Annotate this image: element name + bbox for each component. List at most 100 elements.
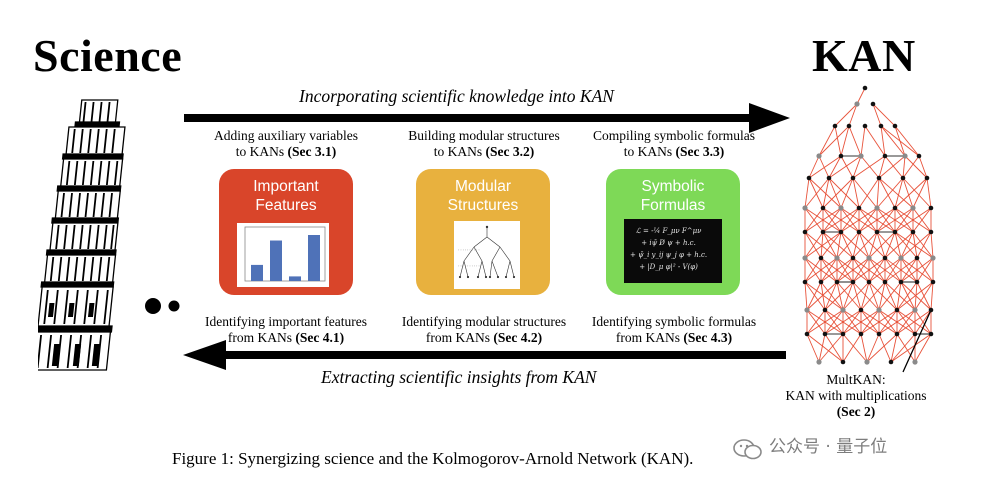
kan-node [802, 255, 808, 261]
kan-edge [896, 281, 918, 311]
kan-edge [852, 281, 880, 311]
multkan-ref: (Sec 2) [836, 404, 876, 419]
caption-bottom-3-ref: (Sec 4.3) [683, 330, 733, 345]
kan-node [854, 101, 860, 107]
kan-edge [836, 281, 844, 311]
kan-edge [894, 177, 904, 209]
kan-node [876, 175, 882, 181]
formula-chalkboard-image: ℒ = -¼ F_μν F^μν + iψ̄ D̸ ψ + h.c. + ψ̄_… [624, 219, 722, 283]
kan-edge [868, 231, 896, 259]
kan-edge [878, 281, 886, 311]
card-symbolic-formulas-title-1: Symbolic [641, 178, 705, 195]
kan-edge [858, 207, 896, 233]
kan-edge [890, 333, 898, 363]
caption-top-1: Adding auxiliary variables to KANs (Sec … [188, 128, 384, 160]
kan-node [850, 279, 856, 285]
kan-edge [860, 333, 868, 363]
kan-edge [896, 281, 902, 311]
multkan-line1: MultKAN: [826, 372, 886, 387]
ellipsis-dot-1 [145, 298, 161, 314]
kan-edge [880, 125, 886, 157]
kan-edge [912, 207, 932, 233]
kan-edge [836, 257, 854, 283]
kan-node [862, 85, 868, 91]
kan-edge [858, 231, 870, 259]
svg-text:↑ ↑ ↑ ↑ ↑ ↑ ↑ ↑ ↑ ↑: ↑ ↑ ↑ ↑ ↑ ↑ ↑ ↑ ↑ ↑ [458, 264, 480, 268]
kan-edge [860, 155, 880, 179]
kan-edge [824, 309, 844, 335]
kan-edge [806, 281, 822, 311]
kan-edge [916, 231, 932, 259]
kan-node [838, 153, 844, 159]
kan-node [806, 175, 812, 181]
caption-bottom-3-line1: Identifying symbolic formulas [591, 314, 757, 329]
kan-edge [900, 281, 916, 311]
kan-edge [806, 281, 838, 311]
kan-edge [914, 333, 932, 363]
kan-node [850, 175, 856, 181]
kan-edge [852, 155, 886, 179]
kan-edge [840, 207, 860, 233]
kan-edge [842, 309, 880, 335]
kan-node [882, 279, 888, 285]
kan-edge [842, 333, 868, 363]
caption-top-3-prefix: to KANs [623, 144, 676, 159]
kan-edge [818, 125, 850, 157]
kan-node [876, 331, 882, 337]
kan-edge [912, 231, 934, 259]
kan-edge [866, 333, 898, 363]
caption-bottom-1-ref: (Sec 4.1) [295, 330, 345, 345]
caption-top-3-ref: (Sec 3.3) [675, 144, 725, 159]
kan-node [888, 359, 894, 365]
kan-edge [818, 155, 830, 179]
kan-node [898, 255, 904, 261]
kan-edge [818, 333, 844, 363]
kan-edge [806, 333, 844, 363]
modular-tree-svg: ↑ ↑ ↑ ↑ ↑ ↑ ↑ ↑ ↑ ↑ ↑ ↑ ↑ ↑ ↑ ↑ ↑ ↑ ↑ ↑ [458, 225, 516, 279]
kan-edge [884, 257, 918, 283]
kan-node [858, 153, 864, 159]
top-arrow-label: Incorporating scientific knowledge into … [299, 86, 614, 106]
feature-bar [270, 240, 282, 281]
ellipsis-dot-2 [168, 300, 180, 312]
multkan-caption: MultKAN: KAN with multiplications (Sec 2… [770, 372, 942, 420]
wechat-icon [733, 439, 762, 460]
caption-top-2: Building modular structures to KANs (Sec… [386, 128, 582, 160]
card-important-features-title-1: Important [253, 178, 319, 195]
kan-edge [808, 177, 842, 209]
kan-edge [822, 231, 838, 259]
kan-edge [884, 257, 902, 283]
kan-node [928, 331, 934, 337]
kan-edge [914, 281, 934, 311]
card-symbolic-formulas-title-2: Formulas [640, 197, 706, 214]
kan-edge [804, 231, 842, 259]
kan-edge [930, 281, 934, 311]
caption-top-2-ref: (Sec 3.2) [485, 144, 535, 159]
kan-edge [820, 281, 826, 311]
kan-edge [806, 309, 844, 335]
kan-edge [836, 281, 862, 311]
kan-edge [852, 177, 860, 209]
caption-top-3-line1: Compiling symbolic formulas [593, 128, 755, 143]
kan-node [912, 331, 918, 337]
kan-edge [822, 207, 842, 233]
kan-edge [804, 207, 824, 233]
kan-edge [804, 231, 838, 259]
kan-node [882, 153, 888, 159]
caption-top-1-prefix: to KANs [235, 144, 288, 159]
kan-node [866, 255, 872, 261]
top-arrow [184, 103, 790, 133]
figure-caption: Figure 1: Synergizing science and the Ko… [172, 449, 694, 468]
kan-edge [878, 281, 902, 311]
kan-edge [836, 231, 842, 259]
feature-bar [308, 235, 320, 281]
kan-edge [896, 309, 916, 335]
kan-edge [858, 177, 880, 209]
kan-edge [878, 155, 886, 179]
kan-edge [836, 257, 870, 283]
kan-node [840, 307, 846, 313]
kan-node [846, 123, 852, 129]
card-modular-structures-title-1: Modular [455, 178, 511, 195]
